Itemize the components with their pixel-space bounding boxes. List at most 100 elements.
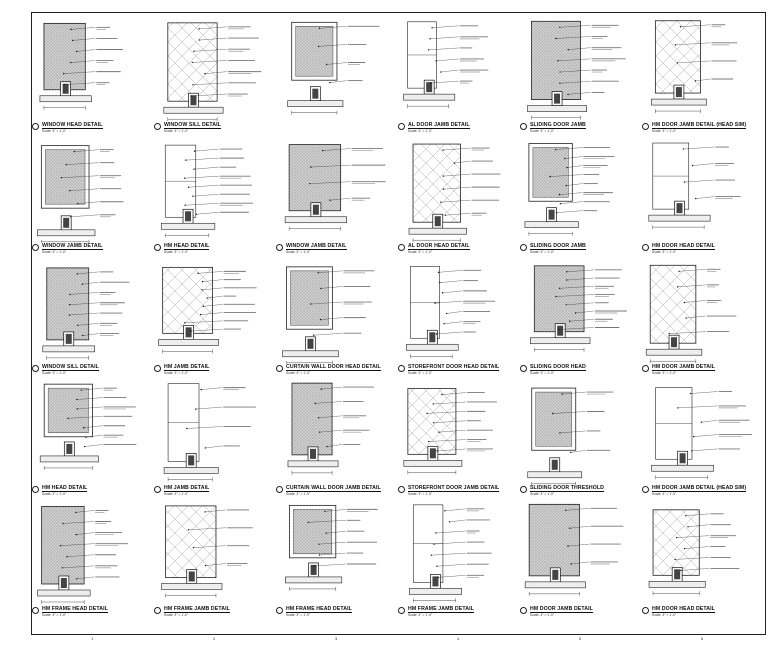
detail-scale: Scale: 3" = 1'-0" xyxy=(286,613,311,617)
leader-dot xyxy=(676,536,678,539)
sill-base xyxy=(284,216,347,224)
sill-base xyxy=(403,460,463,467)
detail-scale: Scale: 3" = 1'-0" xyxy=(42,371,67,375)
wall-section xyxy=(43,22,86,91)
frame-core xyxy=(548,209,555,220)
leader-dot xyxy=(204,511,206,513)
grid-tick-label: 1 xyxy=(91,636,94,641)
detail-linework xyxy=(651,387,752,480)
detail-title: HM JAMB DETAIL xyxy=(164,364,210,371)
detail-linework xyxy=(163,22,262,122)
leader-line xyxy=(188,185,219,188)
detail-linework xyxy=(648,509,740,596)
leader-line xyxy=(193,82,228,86)
frame-core xyxy=(434,216,441,227)
leader-dot xyxy=(192,546,195,549)
detail-drawing xyxy=(276,14,398,135)
detail-title: HM FRAME JAMB DETAIL xyxy=(164,606,230,613)
leader-dot xyxy=(193,168,195,170)
leader-dot xyxy=(558,328,560,331)
leader-dot xyxy=(691,450,693,452)
frame-core xyxy=(429,448,436,459)
detail-callout-bubble xyxy=(154,244,161,251)
leader-dot xyxy=(559,71,561,73)
leader-line xyxy=(444,321,463,324)
leader-line xyxy=(60,543,95,546)
leader-line xyxy=(84,444,103,447)
frame-core xyxy=(554,93,561,104)
detail-title: WINDOW HEAD DETAIL xyxy=(42,122,103,129)
leader-dot xyxy=(427,49,430,51)
detail-title: WINDOW SILL DETAIL xyxy=(42,364,99,371)
leader-line xyxy=(691,448,718,452)
leader-dot xyxy=(683,301,686,304)
leader-dot xyxy=(435,333,438,335)
leader-line xyxy=(326,62,347,65)
leader-dot xyxy=(559,26,561,28)
leader-line xyxy=(567,92,591,95)
sill-base xyxy=(527,471,583,479)
leader-line xyxy=(567,165,583,168)
leader-dot xyxy=(559,82,561,84)
leader-line xyxy=(444,508,466,512)
leader-dot xyxy=(65,163,67,166)
leader-line xyxy=(684,300,706,303)
leader-dot xyxy=(317,45,320,48)
leader-dot xyxy=(689,392,692,395)
leader-dot xyxy=(325,63,328,66)
detail-scale: Scale: 3" = 1'-0" xyxy=(42,613,67,617)
leader-line xyxy=(192,194,219,197)
leader-dot xyxy=(440,201,442,203)
leader-dot xyxy=(69,293,71,296)
detail-callout-bubble xyxy=(32,365,39,372)
leader-line xyxy=(202,287,223,291)
leader-line xyxy=(77,406,103,410)
leader-line xyxy=(433,401,466,405)
detail-linework xyxy=(160,144,253,238)
frame-core xyxy=(312,88,319,99)
detail-linework xyxy=(287,21,380,115)
leader-line xyxy=(680,24,711,27)
detail-scale: Scale: 3" = 1'-0" xyxy=(42,250,67,254)
leader-dot xyxy=(309,182,311,185)
detail-callout-bubble xyxy=(32,244,39,251)
leader-dot xyxy=(317,417,320,419)
frame-core xyxy=(675,87,682,98)
sill-base xyxy=(37,589,91,597)
leader-dot xyxy=(441,393,443,396)
stud-wall-section xyxy=(407,388,457,455)
leader-line xyxy=(430,36,459,40)
detail-title: CURTAIN WALL DOOR HEAD DETAIL xyxy=(286,364,381,371)
leader-dot xyxy=(63,72,65,75)
leader-dot xyxy=(195,408,197,410)
leader-line xyxy=(566,302,595,305)
leader-line xyxy=(559,430,586,434)
detail-linework xyxy=(42,267,130,360)
wall-section xyxy=(533,265,585,333)
leader-dot xyxy=(436,450,438,452)
leader-dot xyxy=(554,148,557,151)
leader-dot xyxy=(195,213,197,215)
detail-title: STOREFRONT DOOR HEAD DETAIL xyxy=(408,364,500,371)
leader-dot xyxy=(567,48,569,51)
detail-scale: Scale: 3" = 1'-0" xyxy=(286,492,311,496)
leader-dot xyxy=(76,203,79,205)
frame-core xyxy=(66,443,73,454)
frame-core xyxy=(432,576,439,587)
leader-line xyxy=(184,175,219,179)
leader-line xyxy=(566,277,595,281)
leader-line xyxy=(83,425,103,428)
leader-line xyxy=(61,175,100,178)
detail-scale: Scale: 3" = 1'-0" xyxy=(408,492,433,496)
detail-scale: Scale: 3" = 1'-0" xyxy=(164,492,189,496)
leader-line xyxy=(669,331,706,334)
detail-scale: Scale: 3" = 1'-0" xyxy=(164,613,189,617)
leader-line xyxy=(454,160,471,164)
leader-line xyxy=(68,416,103,419)
leader-line xyxy=(433,541,466,545)
leader-dot xyxy=(567,545,569,547)
leader-dot xyxy=(679,26,682,28)
leader-dot xyxy=(307,521,309,523)
